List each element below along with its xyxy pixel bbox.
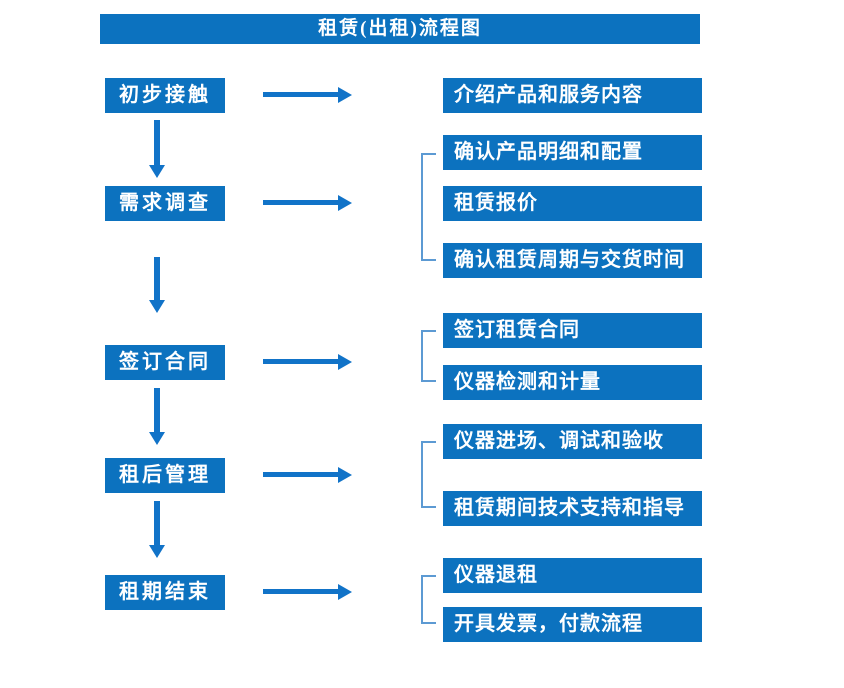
detail-box: 仪器检测和计量: [443, 365, 702, 400]
stage-box-rental-end: 租期结束: [105, 575, 225, 610]
arrow-down-icon: [149, 501, 165, 558]
group-bracket: [421, 153, 436, 261]
arrow-down-icon: [149, 120, 165, 178]
arrow-right-icon: [263, 195, 352, 211]
detail-box: 签订租赁合同: [443, 313, 702, 348]
group-bracket: [421, 441, 436, 508]
arrow-down-icon: [149, 388, 165, 445]
arrow-right-icon: [263, 87, 352, 103]
arrow-down-icon: [149, 257, 165, 313]
detail-box: 仪器退租: [443, 558, 702, 593]
arrow-right-icon: [263, 467, 352, 483]
group-bracket: [421, 575, 436, 624]
stage-box-initial-contact: 初步接触: [105, 78, 225, 113]
group-bracket: [421, 330, 436, 382]
stage-box-sign-contract: 签订合同: [105, 345, 225, 380]
detail-box: 租赁报价: [443, 186, 702, 221]
flowchart-title: 租赁(出租)流程图: [100, 14, 700, 44]
detail-box: 确认租赁周期与交货时间: [443, 243, 702, 278]
arrow-right-icon: [263, 354, 352, 370]
stage-box-demand-survey: 需求调查: [105, 186, 225, 221]
detail-box: 开具发票，付款流程: [443, 607, 702, 642]
detail-box: 仪器进场、调试和验收: [443, 424, 702, 459]
detail-box: 租赁期间技术支持和指导: [443, 491, 702, 526]
detail-box: 介绍产品和服务内容: [443, 78, 702, 113]
arrow-right-icon: [263, 584, 352, 600]
stage-box-post-rental-management: 租后管理: [105, 458, 225, 493]
detail-box: 确认产品明细和配置: [443, 135, 702, 170]
